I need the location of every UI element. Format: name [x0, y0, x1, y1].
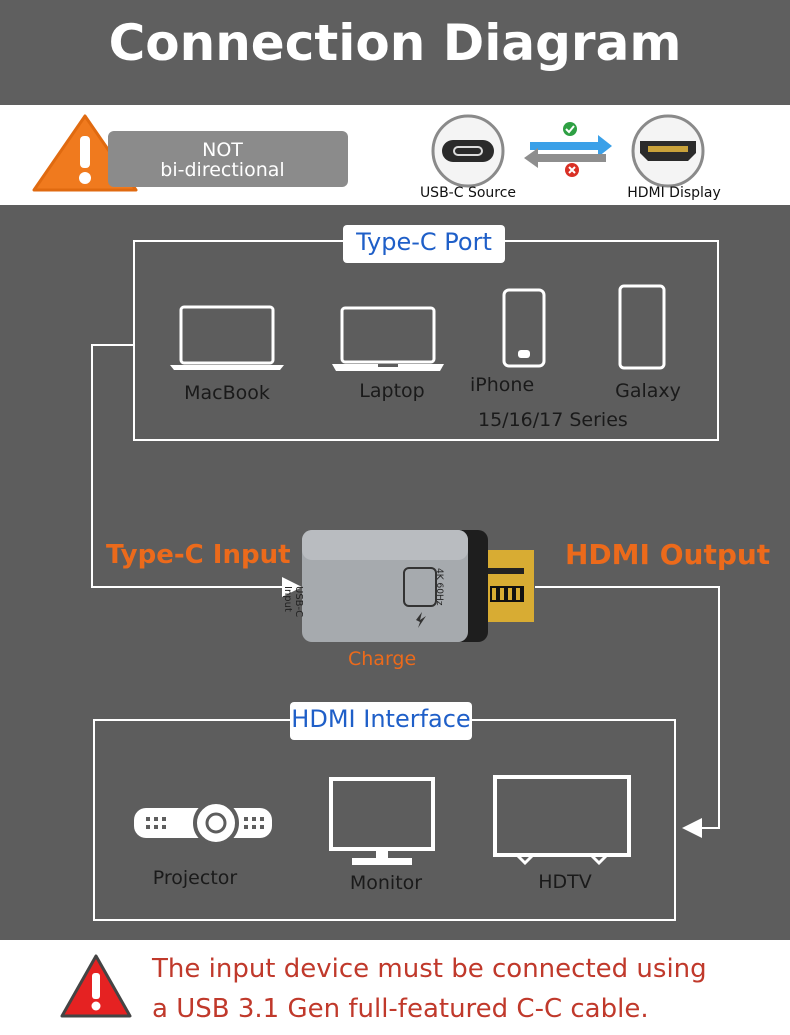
- resolution-badge: 4K 60Hz: [434, 568, 444, 606]
- device-label-galaxy: Galaxy: [615, 380, 681, 402]
- laptop-icon: [332, 306, 444, 371]
- direction-arrows: [524, 122, 612, 177]
- usb-c-source-label: USB-C Source: [419, 185, 517, 201]
- hdtv-icon: [493, 775, 631, 866]
- device-sublabel-iphone: 15/16/17 Series: [478, 409, 628, 431]
- output-arrow-icon: [682, 818, 702, 838]
- usb-c-to-hdmi-adapter: [302, 530, 534, 642]
- arrow-right-icon: [530, 135, 612, 157]
- device-label-macbook: MacBook: [184, 382, 270, 404]
- typec-port-title: Type-C Port: [343, 225, 505, 263]
- cable-requirement-note: The input device must be connected using…: [152, 949, 782, 1029]
- device-label-hdtv: HDTV: [538, 871, 592, 893]
- check-icon: [563, 122, 577, 136]
- title-band: [0, 0, 790, 105]
- projector-icon: [134, 800, 272, 846]
- warning-text: NOT bi-directional: [140, 140, 305, 180]
- device-label-projector: Projector: [152, 867, 238, 889]
- usb-c-source-icon: [431, 114, 505, 188]
- not-bidirectional-badge: [108, 131, 348, 187]
- hdmi-port-marking: [403, 567, 437, 607]
- hdmi-interface-title: HDMI Interface: [290, 702, 472, 740]
- typec-input-label: Type-C Input: [106, 540, 291, 570]
- device-label-laptop: Laptop: [359, 380, 425, 402]
- alert-triangle-icon: [60, 954, 132, 1018]
- page-title: Connection Diagram: [108, 14, 682, 72]
- input-arrow-icon: [282, 577, 302, 597]
- hdmi-output-label: HDMI Output: [565, 538, 771, 571]
- galaxy-icon: [618, 284, 666, 370]
- charge-label: Charge: [348, 648, 417, 670]
- monitor-icon: [329, 777, 435, 865]
- warning-line-1: NOT: [202, 139, 243, 161]
- macbook-icon: [170, 305, 284, 370]
- warning-line-2: bi-directional: [160, 159, 285, 181]
- note-band: [0, 940, 790, 1035]
- usb-c-port-text-2: Input: [282, 586, 293, 612]
- device-label-iphone: iPhone: [470, 374, 535, 396]
- hdmi-display-icon: [631, 114, 705, 188]
- note-line-1: The input device must be connected using: [152, 954, 707, 984]
- hdmi-display-label: HDMI Display: [627, 185, 721, 201]
- device-label-monitor: Monitor: [349, 872, 423, 894]
- usb-c-port-text: USB-C Input: [282, 586, 304, 617]
- arrow-left-icon: [524, 148, 606, 168]
- lightning-icon: [416, 612, 426, 628]
- iphone-icon: [502, 288, 546, 368]
- usb-c-port-text-1: USB-C: [293, 586, 304, 618]
- note-line-2: a USB 3.1 Gen full-featured C-C cable.: [152, 994, 649, 1024]
